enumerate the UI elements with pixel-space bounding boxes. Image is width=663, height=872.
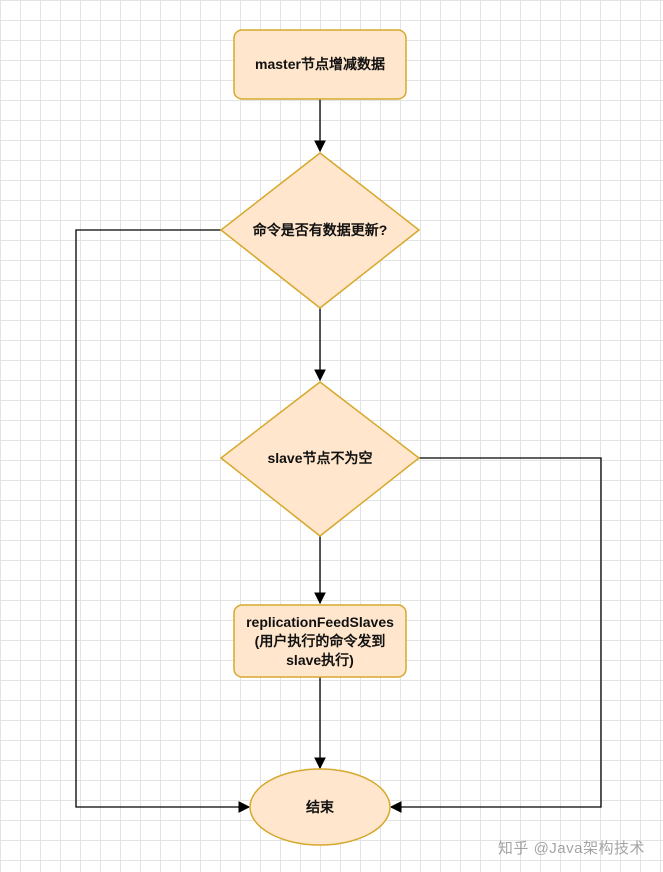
edge-check-slave-no-to-end	[389, 457, 602, 813]
watermark: 知乎 @Java架构技术	[497, 840, 645, 857]
start-node-label: master节点增减数据	[255, 56, 385, 72]
check-slave-decision	[219, 381, 421, 537]
check-update-label: 命令是否有数据更新?	[252, 221, 388, 238]
feed-node	[233, 604, 407, 678]
end-node	[249, 768, 391, 846]
check-slave-label: slave节点不为空	[267, 449, 373, 466]
start-node	[233, 29, 407, 100]
feed-node-label: replicationFeedSlaves (用户执行的命令发到 slave执行…	[246, 613, 394, 668]
check-update-decision	[219, 152, 421, 309]
edge-check-update-no-to-end	[75, 229, 251, 813]
end-node-label: 结束	[306, 798, 334, 815]
